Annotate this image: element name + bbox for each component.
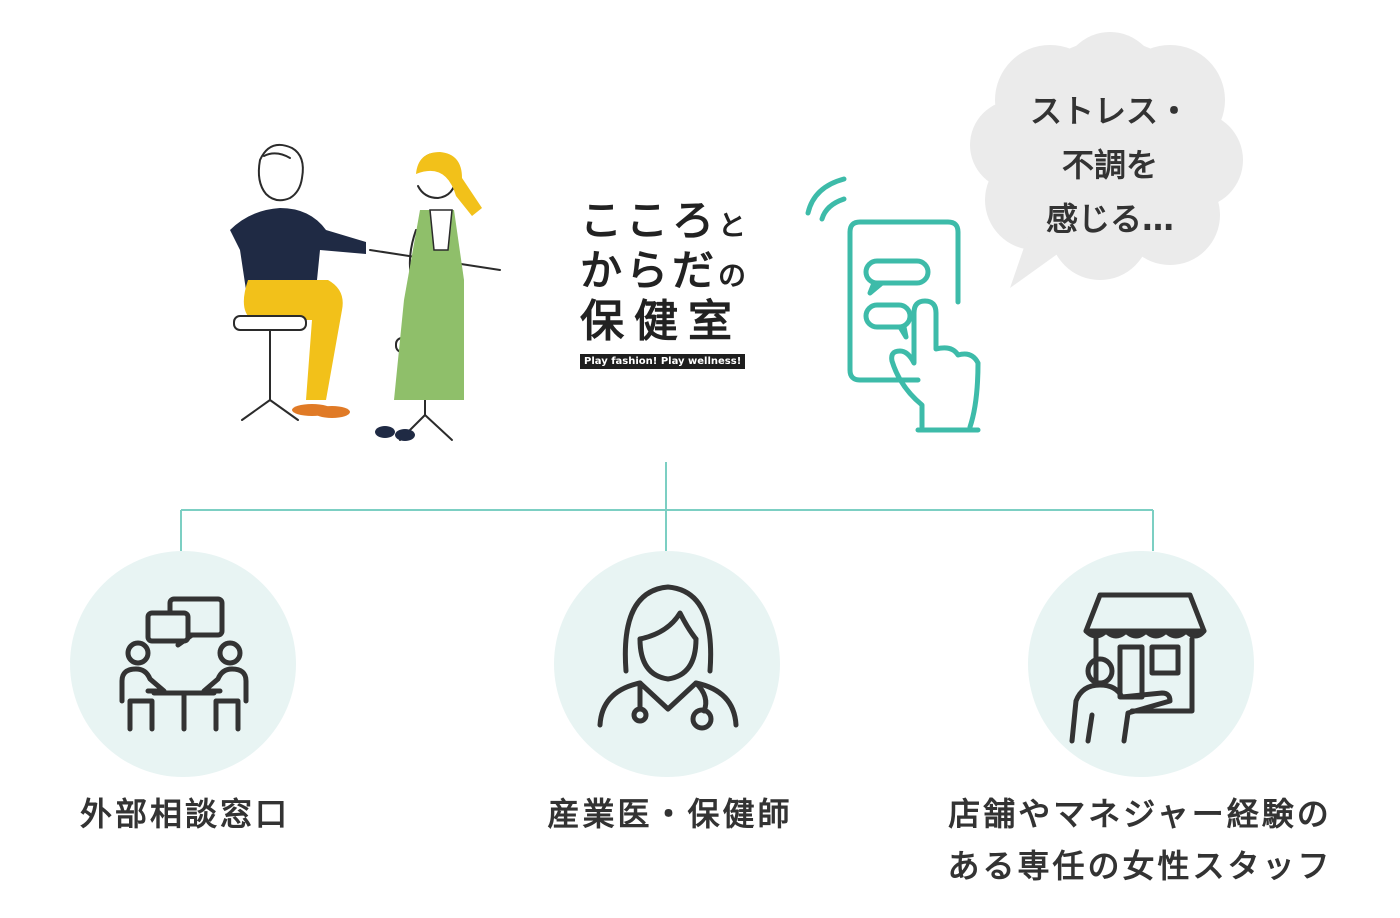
store-staff-icon bbox=[1069, 592, 1207, 744]
logo-line-1: こころと bbox=[580, 196, 747, 245]
branch-circle-occupational-physician bbox=[554, 551, 780, 777]
speech-line-2: 不調を bbox=[1061, 146, 1158, 184]
logo-line-3: 保健室 bbox=[580, 296, 742, 347]
branch-circle-store-staff bbox=[1028, 551, 1254, 777]
branch-circle-external-consultation bbox=[70, 551, 296, 777]
branch-label-store-staff: 店舗やマネジャー経験の ある専任の女性スタッフ bbox=[900, 788, 1380, 892]
smartphone-chat-icon bbox=[805, 176, 981, 433]
kokoro-karada-hokenshitsu-logo: こころと からだの 保健室 Play fashion! Play wellnes… bbox=[580, 200, 780, 369]
doctor-nurse-icon bbox=[597, 584, 739, 731]
logo-line-2: からだの bbox=[580, 246, 747, 295]
logo-tagline: Play fashion! Play wellness! bbox=[580, 354, 746, 369]
speech-bubble-text: ストレス・ 不調を 感じる… bbox=[990, 84, 1230, 246]
speech-line-1: ストレス・ bbox=[1029, 92, 1190, 130]
consultation-meeting-icon bbox=[119, 596, 249, 732]
speech-line-3: 感じる… bbox=[1045, 200, 1174, 238]
branch-label-store-staff-line-2: ある専任の女性スタッフ bbox=[947, 847, 1333, 885]
branch-label-store-staff-line-1: 店舗やマネジャー経験の bbox=[948, 795, 1332, 833]
two-women-talking-illustration bbox=[230, 144, 501, 441]
branch-label-occupational-physician: 産業医・保健師 bbox=[547, 795, 793, 833]
branch-label-external-consultation: 外部相談窓口 bbox=[79, 795, 290, 833]
speech-cloud-bubble bbox=[970, 32, 1243, 288]
